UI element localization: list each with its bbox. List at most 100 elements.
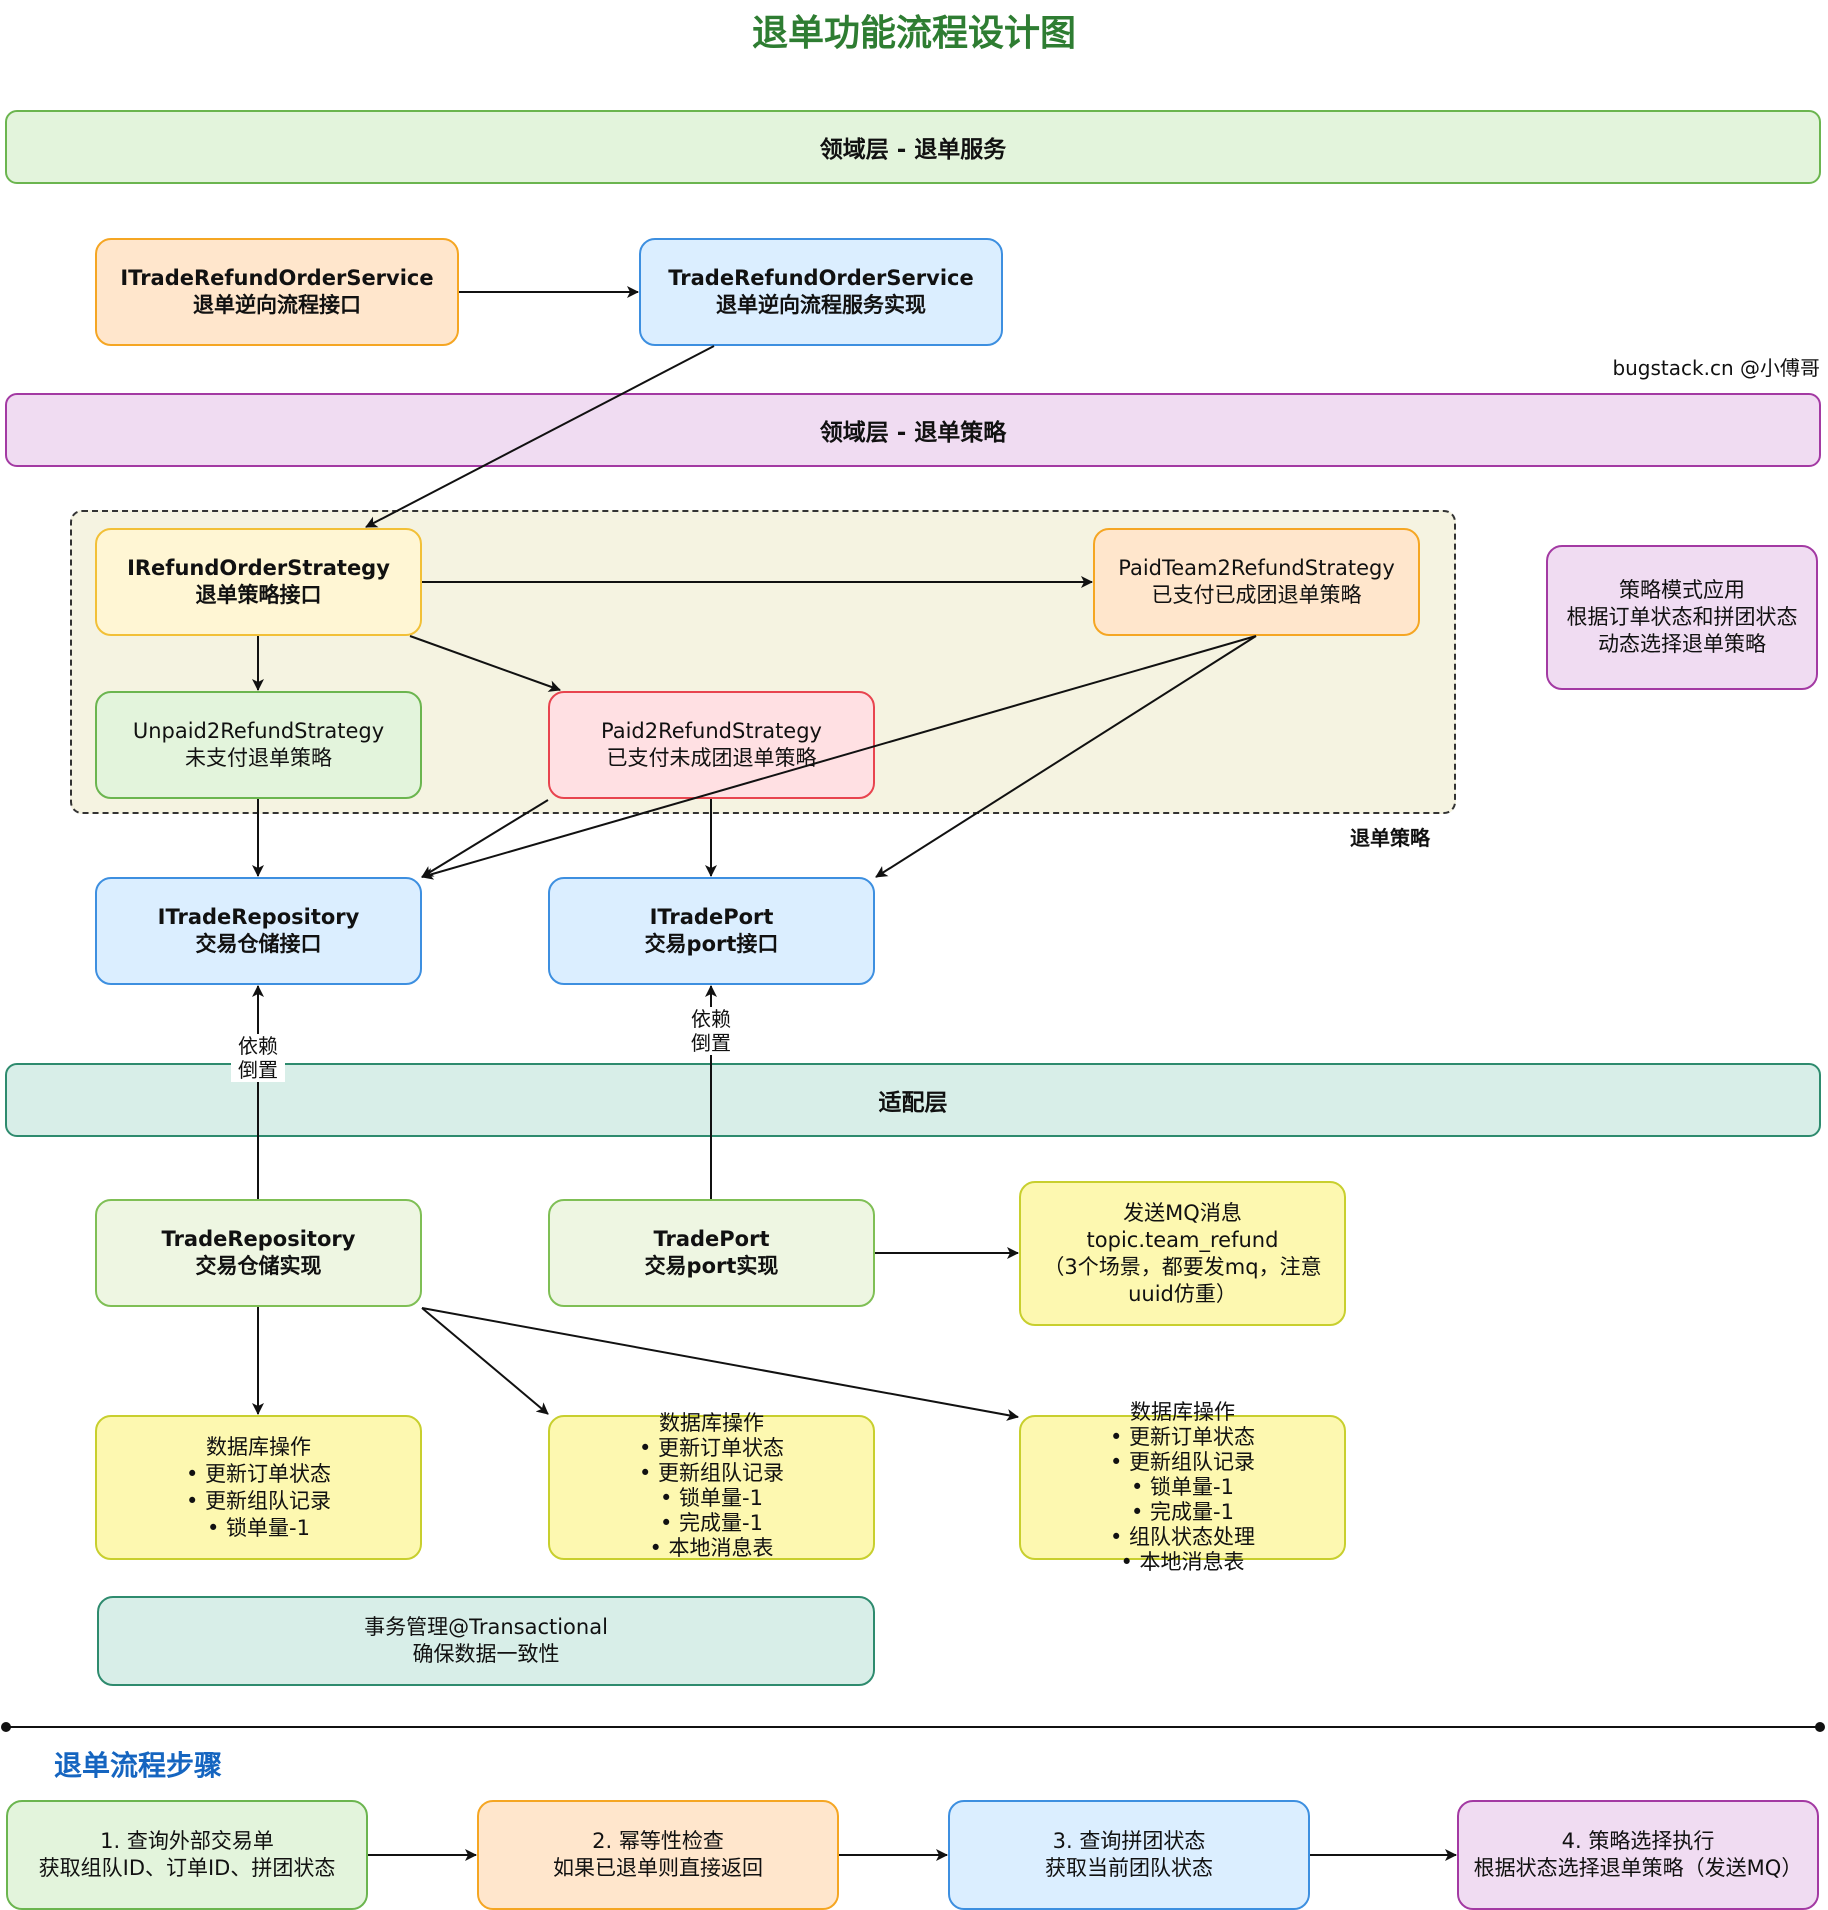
diagram-title: 退单功能流程设计图 (751, 13, 1076, 54)
node-line: 数据库操作 (206, 1434, 311, 1459)
steps-title: 退单流程步骤 (54, 1749, 223, 1782)
node-line: • 锁单量-1 (1130, 1475, 1234, 1499)
edge-label-dip-left: 依赖 倒置 (231, 1034, 285, 1082)
strategy-group-label: 退单策略 (1350, 826, 1430, 850)
node-mq[interactable]: 发送MQ消息 topic.team_refund （3个场景，都要发mq，注意 … (1019, 1181, 1346, 1326)
node-line: • 锁单量-1 (659, 1485, 763, 1510)
node-line: 动态选择退单策略 (1598, 632, 1766, 656)
node-trade-refund-service[interactable]: TradeRefundOrderService 退单逆向流程服务实现 (639, 238, 1003, 346)
layer-domain-service: 领域层 - 退单服务 (5, 110, 1821, 184)
edge-repo-to-db3 (421, 1307, 1019, 1421)
node-line: • 更新订单状态 (1109, 1425, 1256, 1449)
node-line: （3个场景，都要发mq，注意 (1043, 1254, 1322, 1279)
layer-adapter: 适配层 (5, 1063, 1821, 1137)
node-line: TradePort (653, 1227, 770, 1251)
node-line: ITradePort (649, 905, 774, 929)
step-line: 获取当前团队状态 (1045, 1856, 1213, 1880)
step-line: 如果已退单则直接返回 (553, 1856, 763, 1880)
node-line: uuid仿重） (1128, 1281, 1237, 1306)
node-line: TradeRepository (161, 1227, 356, 1251)
node-line: • 更新订单状态 (638, 1435, 785, 1460)
node-line: • 完成量-1 (1130, 1500, 1234, 1524)
node-trade-port[interactable]: TradePort 交易port实现 (548, 1199, 875, 1307)
node-i-trade-repository[interactable]: ITradeRepository 交易仓储接口 (95, 877, 422, 985)
edge-paidteam-to-iport (875, 635, 1257, 878)
node-line: • 更新组队记录 (638, 1460, 785, 1485)
node-line: 事务管理@Transactional (364, 1615, 608, 1639)
step-2[interactable]: 2. 幂等性检查 如果已退单则直接返回 (477, 1800, 839, 1910)
node-line: 未支付退单策略 (185, 746, 332, 770)
node-line: 已支付已成团退单策略 (1151, 583, 1362, 607)
node-line: • 更新组队记录 (1109, 1450, 1256, 1474)
node-db-ops-1: 数据库操作 • 更新订单状态 • 更新组队记录 • 锁单量-1 (95, 1415, 422, 1560)
node-line: Paid2RefundStrategy (600, 719, 822, 743)
layer-domain-strategy-label: 领域层 - 退单策略 (819, 420, 1007, 446)
node-line: • 组队状态处理 (1109, 1525, 1256, 1549)
node-line: 根据订单状态和拼团状态 (1566, 605, 1798, 629)
step-line: 2. 幂等性检查 (592, 1829, 724, 1853)
node-db-ops-3: 数据库操作 • 更新订单状态 • 更新组队记录 • 锁单量-1 • 完成量-1 … (1019, 1400, 1346, 1574)
node-line: • 更新组队记录 (185, 1488, 332, 1513)
edge-label-dip-right: 依赖 倒置 (684, 1007, 738, 1055)
node-line: 交易port实现 (644, 1254, 779, 1278)
node-strategy-note: 策略模式应用 根据订单状态和拼团状态 动态选择退单策略 (1546, 545, 1818, 690)
node-line: topic.team_refund (1086, 1227, 1279, 1252)
node-transaction: 事务管理@Transactional 确保数据一致性 (97, 1596, 875, 1686)
node-line: • 锁单量-1 (206, 1515, 310, 1540)
node-line: 已支付未成团退单策略 (606, 746, 817, 770)
node-line: 交易仓储实现 (195, 1254, 322, 1278)
node-line: • 更新订单状态 (185, 1461, 332, 1486)
step-3[interactable]: 3. 查询拼团状态 获取当前团队状态 (948, 1800, 1310, 1910)
edge-istrategy-to-paid (409, 635, 561, 692)
node-line: • 本地消息表 (649, 1535, 774, 1560)
edge-label-line: 倒置 (238, 1058, 278, 1082)
node-line: 数据库操作 (1130, 1400, 1235, 1424)
node-paid-team-strategy[interactable]: PaidTeam2RefundStrategy 已支付已成团退单策略 (1093, 528, 1420, 636)
layer-domain-service-label: 领域层 - 退单服务 (819, 137, 1007, 163)
layer-domain-strategy: 领域层 - 退单策略 (5, 393, 1821, 467)
edge-label-line: 依赖 (691, 1007, 731, 1031)
node-line: ITradeRepository (157, 905, 360, 929)
step-line: 1. 查询外部交易单 (100, 1829, 274, 1853)
node-line: 退单逆向流程服务实现 (716, 293, 926, 317)
edge-paidteam-to-irepo (421, 635, 1257, 880)
node-line: ITradeRefundOrderService (120, 266, 434, 290)
step-line: 获取组队ID、订单ID、拼团状态 (38, 1856, 336, 1880)
node-line: • 完成量-1 (659, 1510, 763, 1535)
edge-repo-to-db2 (421, 1307, 549, 1415)
node-i-trade-port[interactable]: ITradePort 交易port接口 (548, 877, 875, 985)
divider-end-left (1, 1722, 11, 1732)
node-line: 策略模式应用 (1619, 578, 1745, 602)
step-4[interactable]: 4. 策略选择执行 根据状态选择退单策略（发送MQ） (1457, 1800, 1819, 1910)
node-line: 退单逆向流程接口 (193, 293, 361, 317)
edge-service-to-istrategy (365, 345, 715, 528)
watermark: bugstack.cn @小傅哥 (1612, 356, 1820, 380)
node-line: 数据库操作 (659, 1410, 764, 1435)
node-line: PaidTeam2RefundStrategy (1118, 556, 1395, 580)
layer-adapter-label: 适配层 (878, 1090, 948, 1116)
edge-label-line: 依赖 (238, 1034, 278, 1058)
edge-label-line: 倒置 (691, 1031, 731, 1055)
node-line: Unpaid2RefundStrategy (132, 719, 385, 743)
node-line: IRefundOrderStrategy (127, 556, 390, 580)
edge-paid-to-irepo (421, 799, 549, 878)
node-line: 确保数据一致性 (412, 1642, 560, 1666)
step-line: 4. 策略选择执行 (1561, 1829, 1715, 1853)
node-line: 退单策略接口 (195, 583, 322, 607)
node-i-trade-refund-service[interactable]: ITradeRefundOrderService 退单逆向流程接口 (95, 238, 459, 346)
divider-end-right (1815, 1722, 1825, 1732)
node-trade-repository[interactable]: TradeRepository 交易仓储实现 (95, 1199, 422, 1307)
node-unpaid-strategy[interactable]: Unpaid2RefundStrategy 未支付退单策略 (95, 691, 422, 799)
node-line: TradeRefundOrderService (668, 266, 974, 290)
step-line: 3. 查询拼团状态 (1052, 1829, 1206, 1853)
node-i-refund-strategy[interactable]: IRefundOrderStrategy 退单策略接口 (95, 528, 422, 636)
node-line: 交易仓储接口 (195, 932, 322, 956)
step-line: 根据状态选择退单策略（发送MQ） (1473, 1856, 1803, 1880)
node-paid-strategy[interactable]: Paid2RefundStrategy 已支付未成团退单策略 (548, 691, 875, 799)
node-line: 发送MQ消息 (1123, 1200, 1242, 1225)
node-line: 交易port接口 (644, 932, 779, 956)
node-db-ops-2: 数据库操作 • 更新订单状态 • 更新组队记录 • 锁单量-1 • 完成量-1 … (548, 1411, 875, 1560)
step-1[interactable]: 1. 查询外部交易单 获取组队ID、订单ID、拼团状态 (6, 1800, 368, 1910)
